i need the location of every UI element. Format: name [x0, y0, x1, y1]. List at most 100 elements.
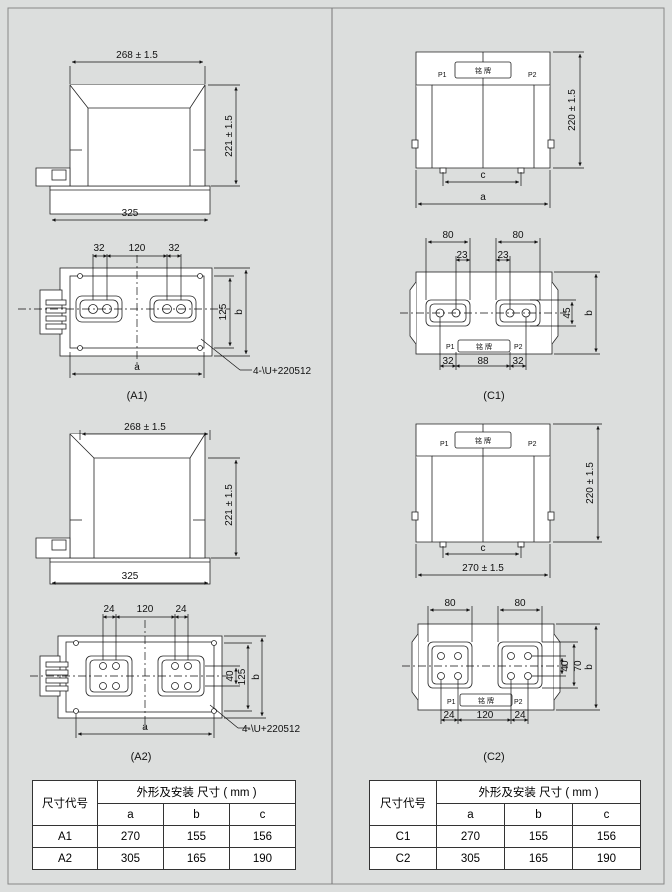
table-a-code-header: 尺寸代号 — [32, 780, 98, 826]
a2-hole-note: 4-\U+220512 — [242, 724, 301, 735]
c1-top-p2: P2 — [514, 344, 523, 351]
a2-top-dims — [30, 614, 266, 738]
a1-top-view — [39, 267, 213, 357]
c2-width-label: 270 ± 1.5 — [462, 563, 504, 574]
c1-p1: P1 — [438, 72, 447, 79]
table-cell: C1 — [369, 825, 437, 848]
a1-front-view — [35, 84, 211, 215]
c1-80-left: 80 — [442, 230, 454, 241]
table-row: A2 305 165 190 — [32, 847, 297, 870]
c1-88-label: 88 — [477, 356, 489, 367]
table-c-col-c: c — [571, 803, 642, 826]
caption-c1: (C1) — [483, 390, 504, 402]
table-cell: 190 — [228, 847, 297, 870]
caption-a2: (A2) — [131, 751, 152, 763]
table-cell: 190 — [571, 847, 642, 870]
table-a-col-c: c — [228, 803, 297, 826]
c1-top-nameplate: 铭 牌 — [476, 342, 492, 351]
a2-top-view — [39, 635, 223, 719]
c1-23-left: 23 — [456, 250, 468, 261]
table-cell: 156 — [228, 825, 297, 848]
a1-hole-gap-right: 32 — [168, 243, 180, 254]
a1-top-dims — [18, 254, 252, 378]
a1-b-label: b — [234, 309, 245, 315]
a2-hole-gap-right: 24 — [175, 604, 187, 615]
page-border — [7, 7, 665, 885]
c2-nameplate: 铭 牌 — [475, 436, 491, 445]
a1-hole-note: 4-\U+220512 — [253, 366, 312, 377]
c2-24-right: 24 — [514, 710, 526, 721]
a2-hole-gap-left: 24 — [103, 604, 115, 615]
table-c-col-a: a — [436, 803, 505, 826]
a2-front-view — [35, 433, 211, 585]
c1-23-right: 23 — [497, 250, 509, 261]
c2-top-p1: P1 — [447, 699, 456, 706]
table-row: A1 270 155 156 — [32, 825, 297, 848]
c2-80-right: 80 — [514, 598, 526, 609]
a2-front-dims — [52, 430, 240, 585]
caption-c2: (C2) — [483, 751, 504, 763]
c2-c-label: c — [481, 543, 486, 554]
a2-a-label: a — [142, 722, 148, 733]
table-row: C2 305 165 190 — [369, 847, 642, 870]
table-c-code-header: 尺寸代号 — [369, 780, 437, 826]
c1-top-p1: P1 — [446, 344, 455, 351]
table-cell: 165 — [503, 847, 573, 870]
c1-nameplate: 铭 牌 — [475, 66, 491, 75]
table-cell: 155 — [162, 825, 230, 848]
a1-width-label: 268 ± 1.5 — [116, 50, 158, 61]
c2-top-dims — [402, 606, 600, 724]
a1-front-dims — [52, 60, 240, 222]
table-cell: 155 — [503, 825, 573, 848]
c1-80-right: 80 — [512, 230, 524, 241]
table-cell: A2 — [32, 847, 98, 870]
table-a-group-header: 外形及安装 尺寸 ( mm ) — [97, 780, 296, 804]
dimension-table-a: 尺寸代号 外形及安装 尺寸 ( mm ) a b c A1 270 155 15… — [32, 780, 297, 870]
c2-top-p2: P2 — [514, 699, 523, 706]
a2-40-label: 40 — [225, 670, 236, 682]
a1-height-label: 221 ± 1.5 — [224, 115, 235, 157]
c2-height-label: 220 ± 1.5 — [585, 462, 596, 504]
table-cell: 270 — [97, 825, 164, 848]
c2-p1: P1 — [440, 441, 449, 448]
table-c-group-header: 外形及安装 尺寸 ( mm ) — [436, 780, 641, 804]
c2-120-label: 120 — [477, 710, 494, 721]
table-cell: 270 — [436, 825, 505, 848]
c1-p2: P2 — [528, 72, 537, 79]
c2-40-label: 40 — [560, 660, 571, 672]
c2-80-left: 80 — [444, 598, 456, 609]
a2-b-label: b — [251, 674, 262, 680]
table-cell: 165 — [162, 847, 230, 870]
table-a-col-a: a — [97, 803, 164, 826]
table-cell: 156 — [571, 825, 642, 848]
c1-32-left: 32 — [442, 356, 454, 367]
a1-a-label: a — [134, 362, 140, 373]
table-a-col-b: b — [162, 803, 230, 826]
a1-125-label: 125 — [218, 303, 229, 320]
c2-top-view — [411, 623, 561, 711]
dimension-table-c: 尺寸代号 外形及安装 尺寸 ( mm ) a b c C1 270 155 15… — [369, 780, 642, 870]
table-row: C1 270 155 156 — [369, 825, 642, 848]
a2-base-label: 325 — [122, 571, 139, 582]
c2-70-label: 70 — [573, 660, 584, 672]
c1-height-label: 220 ± 1.5 — [567, 89, 578, 131]
c1-32-right: 32 — [512, 356, 524, 367]
table-cell: C2 — [369, 847, 437, 870]
c1-front-view — [411, 51, 555, 174]
c1-top-dims — [400, 238, 600, 370]
a2-center-distance: 120 — [137, 604, 154, 615]
table-cell: A1 — [32, 825, 98, 848]
table-c-col-b: b — [503, 803, 573, 826]
c2-front-view — [411, 423, 555, 548]
table-cell: 305 — [97, 847, 164, 870]
a1-hole-gap-left: 32 — [93, 243, 105, 254]
c1-a-label: a — [480, 192, 486, 203]
c2-top-nameplate: 铭 牌 — [478, 696, 494, 705]
table-cell: 305 — [436, 847, 505, 870]
c1-c-label: c — [481, 170, 486, 181]
a2-height-label: 221 ± 1.5 — [224, 484, 235, 526]
a1-base-label: 325 — [122, 208, 139, 219]
a2-width-label: 268 ± 1.5 — [124, 422, 166, 433]
c2-front-dims — [415, 423, 602, 578]
